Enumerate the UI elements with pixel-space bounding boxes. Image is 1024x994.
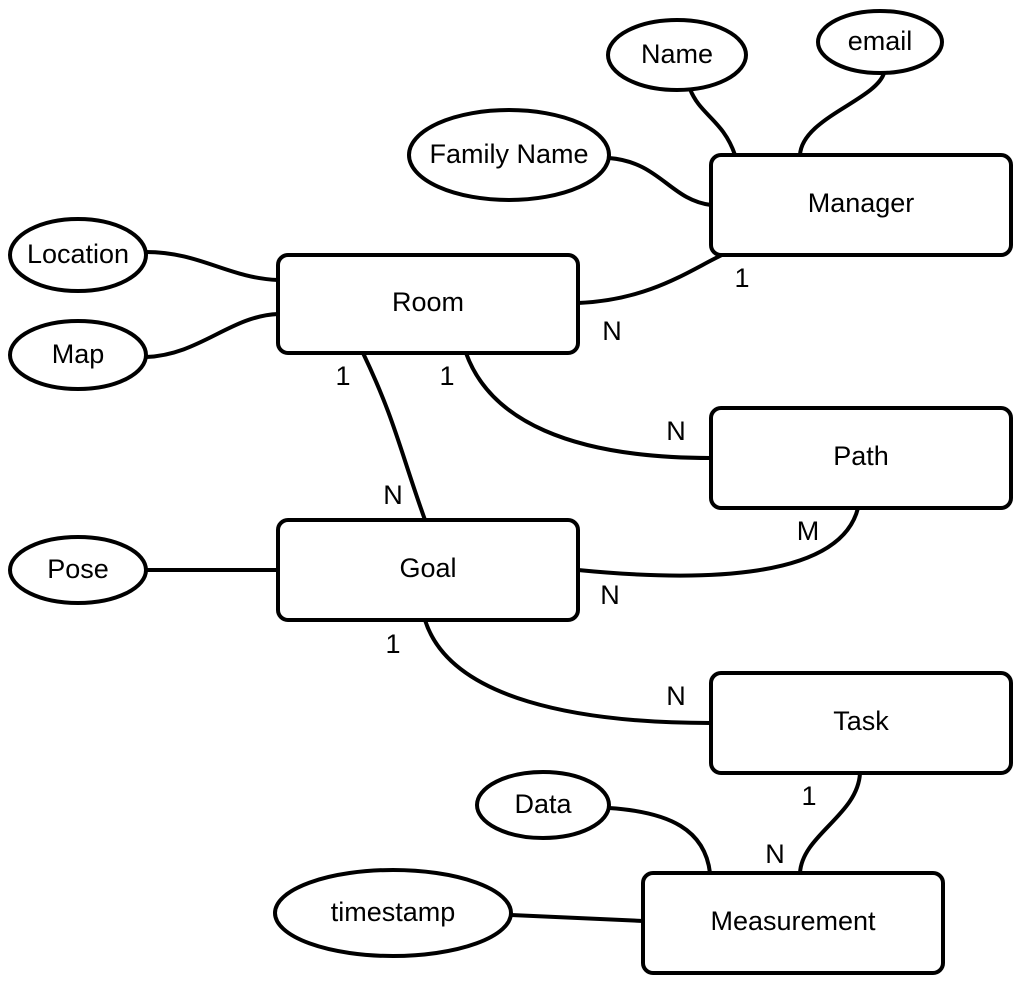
connector-data-measurement — [607, 806, 712, 875]
attribute-timestamp-ellipse[interactable] — [273, 868, 513, 958]
entity-goal[interactable]: Goal — [276, 518, 580, 622]
cardinality-goal-path-n: N — [600, 580, 620, 610]
entity-manager-label: Manager — [808, 188, 915, 218]
entity-task-label: Task — [833, 706, 889, 736]
connector-task-measurement — [798, 771, 862, 875]
cardinality-room-goal-1: 1 — [335, 361, 350, 391]
attribute-timestamp[interactable]: timestamp — [273, 868, 513, 958]
cardinality-manager-1: 1 — [734, 263, 749, 293]
entity-manager-box[interactable] — [709, 153, 1013, 257]
cardinality-goal-task-1: 1 — [385, 629, 400, 659]
attribute-name[interactable]: Name — [606, 18, 748, 92]
connector-location-room — [144, 250, 280, 282]
connector-map-room — [144, 312, 280, 359]
attribute-name-ellipse[interactable] — [606, 18, 748, 92]
connector-familyname-manager — [607, 156, 713, 207]
attribute-map-label: Map — [52, 339, 105, 369]
attribute-map[interactable]: Map — [8, 319, 148, 391]
attribute-email[interactable]: email — [816, 9, 944, 75]
entity-path-box[interactable] — [709, 406, 1013, 510]
cardinality-task-measurement-1: 1 — [801, 781, 816, 811]
attribute-pose-ellipse[interactable] — [8, 535, 148, 605]
attribute-email-ellipse[interactable] — [816, 9, 944, 75]
attribute-timestamp-label: timestamp — [331, 897, 456, 927]
cardinality-path-room-n: N — [666, 416, 686, 446]
entity-layer: Room Manager Path Goal Task Measurement — [276, 153, 1013, 975]
cardinality-goal-room-n: N — [383, 480, 403, 510]
entity-manager[interactable]: Manager — [709, 153, 1013, 257]
entity-goal-label: Goal — [399, 553, 456, 583]
attribute-family-name[interactable]: Family Name — [407, 108, 611, 202]
cardinality-task-goal-n: N — [666, 681, 686, 711]
attribute-family-name-ellipse[interactable] — [407, 108, 611, 202]
entity-path[interactable]: Path — [709, 406, 1013, 510]
connector-timestamp-measurement — [509, 913, 645, 923]
attribute-pose[interactable]: Pose — [8, 535, 148, 605]
cardinality-room-manager-n: N — [602, 316, 622, 346]
entity-room-box[interactable] — [276, 253, 580, 355]
entity-path-label: Path — [833, 441, 889, 471]
connector-email-manager — [798, 71, 886, 157]
connector-layer — [144, 71, 886, 923]
connector-goal-path — [576, 506, 860, 578]
entity-task-box[interactable] — [709, 671, 1013, 775]
connector-name-manager — [688, 87, 737, 157]
connector-room-path — [464, 351, 713, 460]
entity-task[interactable]: Task — [709, 671, 1013, 775]
attribute-map-ellipse[interactable] — [8, 319, 148, 391]
entity-measurement-label: Measurement — [710, 906, 876, 936]
attribute-data-label: Data — [514, 789, 572, 819]
cardinality-layer: 1 1 N 1 N N M N 1 N 1 N — [335, 263, 819, 869]
entity-goal-box[interactable] — [276, 518, 580, 622]
attribute-email-label: email — [848, 26, 913, 56]
attribute-pose-label: Pose — [47, 554, 109, 584]
attribute-family-name-label: Family Name — [429, 139, 588, 169]
attribute-location-label: Location — [27, 239, 129, 269]
attribute-data[interactable]: Data — [475, 770, 611, 840]
entity-measurement[interactable]: Measurement — [641, 871, 945, 975]
cardinality-path-goal-m: M — [797, 516, 820, 546]
attribute-location-ellipse[interactable] — [8, 217, 148, 293]
attribute-name-label: Name — [641, 39, 713, 69]
entity-room-label: Room — [392, 287, 464, 317]
connector-room-manager — [576, 253, 724, 305]
attribute-layer: Location Map Family Name Name email Pose — [8, 9, 944, 958]
entity-measurement-box[interactable] — [641, 871, 945, 975]
cardinality-measurement-task-n: N — [765, 839, 785, 869]
connector-goal-task — [423, 618, 713, 725]
entity-room[interactable]: Room — [276, 253, 580, 355]
attribute-location[interactable]: Location — [8, 217, 148, 293]
attribute-data-ellipse[interactable] — [475, 770, 611, 840]
connector-room-goal — [361, 351, 427, 522]
cardinality-room-path-1: 1 — [439, 361, 454, 391]
